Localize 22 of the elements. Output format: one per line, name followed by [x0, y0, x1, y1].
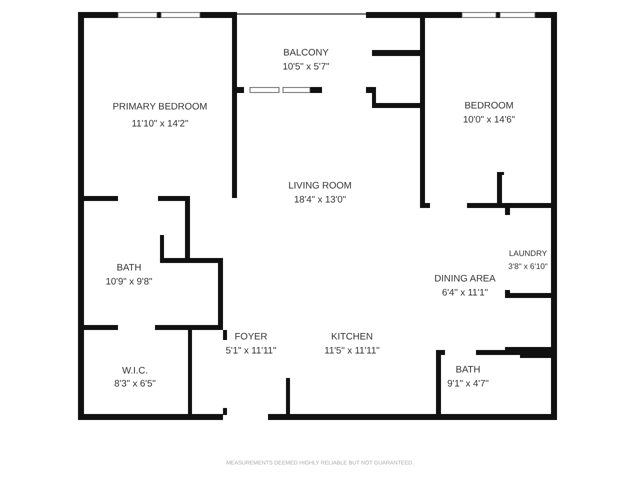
room-name: BATH	[456, 365, 480, 375]
room-name: DINING AREA	[434, 274, 496, 284]
room-name: LAUNDRY	[508, 250, 548, 258]
room-dimensions: 10'0" x 14'6"	[462, 115, 516, 125]
room-dimensions: 11'10" x 14'2"	[132, 119, 188, 129]
room-dimensions: 9'1" x 4'7"	[447, 379, 489, 389]
room-dimensions: 10'9" x 9'8"	[106, 277, 152, 287]
room-name: BATH	[116, 263, 142, 273]
room-dimensions: 11'5" x 11'11"	[324, 346, 380, 356]
room-dimensions: 5'1" x 11'11"	[226, 346, 276, 356]
room-dimensions: 6'4" x 11'1"	[442, 288, 488, 298]
room-name: BEDROOM	[464, 101, 514, 111]
room-name: LIVING ROOM	[288, 181, 352, 191]
room-name: PRIMARY BEDROOM	[112, 102, 208, 112]
room-dimensions: 10'5" x 5'7"	[282, 62, 330, 72]
room-name: FOYER	[234, 332, 268, 342]
room-name: BALCONY	[283, 48, 329, 58]
room-name: KITCHEN	[331, 332, 373, 342]
room-dimensions: 8'3" x 6'5"	[114, 379, 156, 389]
room-dimensions: 3'8" x 6'10"	[508, 263, 548, 271]
room-dimensions: 18'4" x 13'0"	[294, 195, 346, 205]
room-name: W.I.C.	[122, 366, 148, 376]
